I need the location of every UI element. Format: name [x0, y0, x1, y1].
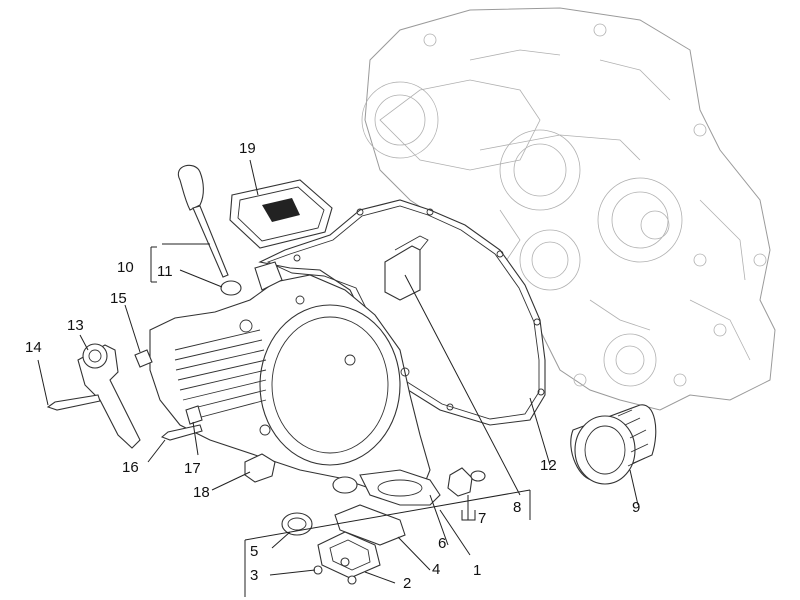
label-3: 3 [250, 567, 258, 584]
label-18: 18 [193, 484, 210, 501]
strainer-cover-inner [237, 186, 325, 242]
clamp-18-part [244, 453, 276, 483]
label-10: 10 [117, 259, 134, 276]
clip-17-part [185, 405, 203, 425]
cover-dome-inner [271, 316, 389, 454]
label-19: 19 [239, 140, 256, 157]
bolt-14-part [46, 394, 101, 411]
strainer-mesh [262, 198, 300, 222]
fitting-7-washer [470, 470, 486, 482]
sensor-bracket-top [394, 235, 429, 251]
cover-bottom-flange [359, 469, 441, 506]
label-7: 7 [478, 510, 486, 527]
cover-round-dome [259, 304, 401, 466]
cover-cooling-fins [174, 329, 267, 421]
seal-5-inner [287, 517, 307, 531]
drain-plug-seat [332, 476, 358, 494]
fitting-7-part [447, 467, 473, 497]
label-15: 15 [110, 290, 127, 307]
leader-lines [37, 159, 639, 597]
bolt-16-part [160, 424, 203, 441]
gasket-inner-edge [266, 205, 540, 420]
label-17: 17 [184, 460, 201, 477]
label-9: 9 [632, 499, 640, 516]
label-12: 12 [540, 457, 557, 474]
dipstick-handle [177, 164, 204, 211]
label-13: 13 [67, 317, 84, 334]
gasket-bolt-holes [293, 208, 545, 411]
cover-bosses [239, 295, 410, 436]
screws-3-part [313, 557, 357, 585]
label-1: 1 [473, 562, 481, 579]
label-6: 6 [438, 535, 446, 552]
plate-2-part [317, 531, 381, 579]
bracket-boss [82, 343, 108, 369]
label-14: 14 [25, 339, 42, 356]
oil-filler-neck [254, 261, 283, 291]
label-11: 11 [157, 263, 173, 280]
spacer-15-part [134, 349, 153, 368]
dipstick-rod [192, 205, 229, 278]
plate-2-inner [329, 539, 371, 571]
seal-5-part [281, 512, 313, 536]
gasket-4-part [334, 504, 406, 546]
label-2: 2 [403, 575, 411, 592]
bracket-hole [88, 349, 102, 363]
flange-opening [377, 479, 423, 497]
oil-filter-part [570, 404, 657, 485]
label-4: 4 [432, 561, 440, 578]
label-8: 8 [513, 499, 521, 516]
label-16: 16 [122, 459, 139, 476]
label-5: 5 [250, 543, 258, 560]
o-ring-part [220, 280, 242, 296]
